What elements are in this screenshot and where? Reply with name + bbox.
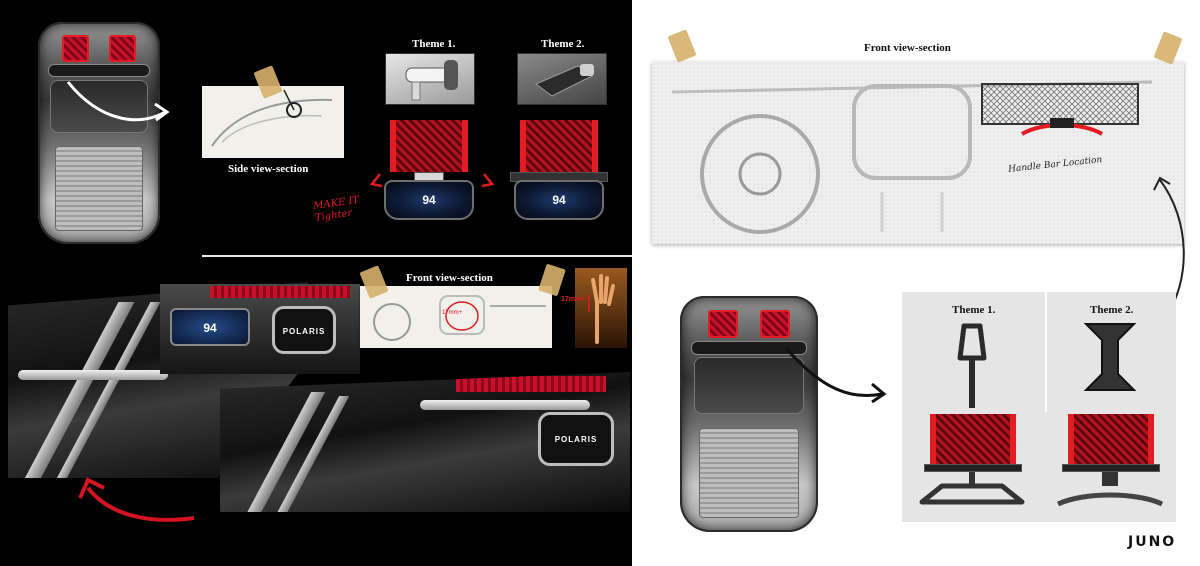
- theme1-net-render: [390, 120, 468, 172]
- grab-rail: [420, 400, 590, 410]
- side-view-section-label: Side view-section: [228, 163, 309, 175]
- arrow-to-side-section-icon: [66, 81, 170, 122]
- hand-measurement-photo: 17mm+: [561, 268, 627, 348]
- cluster-speed-readout: 94: [422, 192, 436, 207]
- side-view-sketch: [211, 89, 333, 147]
- theme2-instrument-cluster: 94: [514, 180, 604, 220]
- seat-net-right: [108, 35, 136, 62]
- seat-net-left: [62, 35, 90, 62]
- tape-strip: [1153, 31, 1183, 65]
- dashboard-speaker: POLARIS: [538, 412, 614, 466]
- theme1-d-handle-render: [957, 323, 987, 408]
- front-view-section-label-right: Front view-section: [864, 42, 951, 54]
- dashboard-strip: [691, 340, 807, 355]
- theme1-label: Theme 1.: [412, 38, 456, 50]
- theme1-instrument-cluster: 94: [384, 180, 474, 220]
- tape-strip: [667, 29, 697, 63]
- front-view-dashboard-sketch: [671, 80, 1153, 234]
- dashboard-speed-readout: 94: [203, 320, 217, 335]
- arrow-to-themes-icon: [784, 347, 887, 404]
- tape-strip: [538, 263, 566, 297]
- red-arrow-icon: [78, 477, 195, 522]
- side-view-sketch-paper: [202, 86, 344, 158]
- theme2-i-handle-render: [1083, 323, 1137, 391]
- vehicle-top-view-render: [38, 22, 160, 244]
- speaker-brand-logo: POLARIS: [282, 326, 326, 336]
- theme1-label-right: Theme 1.: [952, 304, 996, 316]
- measure-label: 17mm+: [561, 296, 586, 303]
- front-view-sketch-paper: 17mm+: [360, 286, 552, 348]
- theme2-handle-thumbnail: [517, 53, 607, 105]
- seat-net-right: [760, 310, 791, 339]
- theme2-clamp-right: [1062, 464, 1160, 472]
- vehicle-top-view-render-right: [680, 296, 818, 532]
- theme2-bar-base: [1056, 472, 1164, 507]
- seat-net-left: [707, 310, 738, 339]
- dashboard-strip: [47, 64, 151, 78]
- speaker-brand-logo: POLARIS: [554, 435, 598, 445]
- dashboard-render-right: POLARIS: [220, 372, 630, 512]
- theme2-label: Theme 2.: [541, 38, 585, 50]
- dashboard-speaker: POLARIS: [272, 306, 336, 354]
- dashboard-render-left-front: 94 POLARIS: [160, 284, 360, 374]
- cabin-area: [693, 357, 805, 414]
- measure-label-small: 17mm+: [442, 310, 463, 316]
- brand-logo: JUNO: [1128, 534, 1177, 550]
- grab-rail: [18, 370, 168, 380]
- dashboard-screen: 94: [170, 308, 250, 346]
- front-view-section-label-left: Front view-section: [406, 272, 493, 284]
- rotate-arrows-icon: [369, 173, 495, 188]
- cargo-bed: [699, 428, 799, 518]
- theme2-label-right: Theme 2.: [1090, 304, 1134, 316]
- left-presentation-board: Side view-section MAKE IT Tighter Theme …: [0, 0, 632, 566]
- theme1-net-render-right: [930, 414, 1016, 464]
- section-divider: [202, 255, 632, 257]
- theme2-net-render: [520, 120, 598, 172]
- front-view-mini-sketch: [373, 295, 546, 341]
- annotation-note: MAKE IT Tighter: [312, 194, 360, 224]
- red-net-top: [210, 286, 350, 298]
- cargo-bed: [55, 146, 143, 231]
- red-net-top: [456, 376, 606, 392]
- right-presentation-board: Front view-section Handle Bar Location: [632, 0, 1200, 566]
- cluster-speed-readout: 94: [552, 192, 566, 207]
- themes-divider: [1045, 292, 1047, 412]
- theme1-handle-thumbnail: [385, 53, 475, 105]
- theme1-bar-base: [919, 472, 1025, 505]
- front-view-sketch-board: Handle Bar Location: [652, 62, 1184, 244]
- theme2-net-render-right: [1068, 414, 1154, 464]
- themes-comparison-panel: Theme 1. Theme 2.: [902, 292, 1176, 522]
- cabin-area: [50, 79, 148, 133]
- theme1-clamp-right: [924, 464, 1022, 472]
